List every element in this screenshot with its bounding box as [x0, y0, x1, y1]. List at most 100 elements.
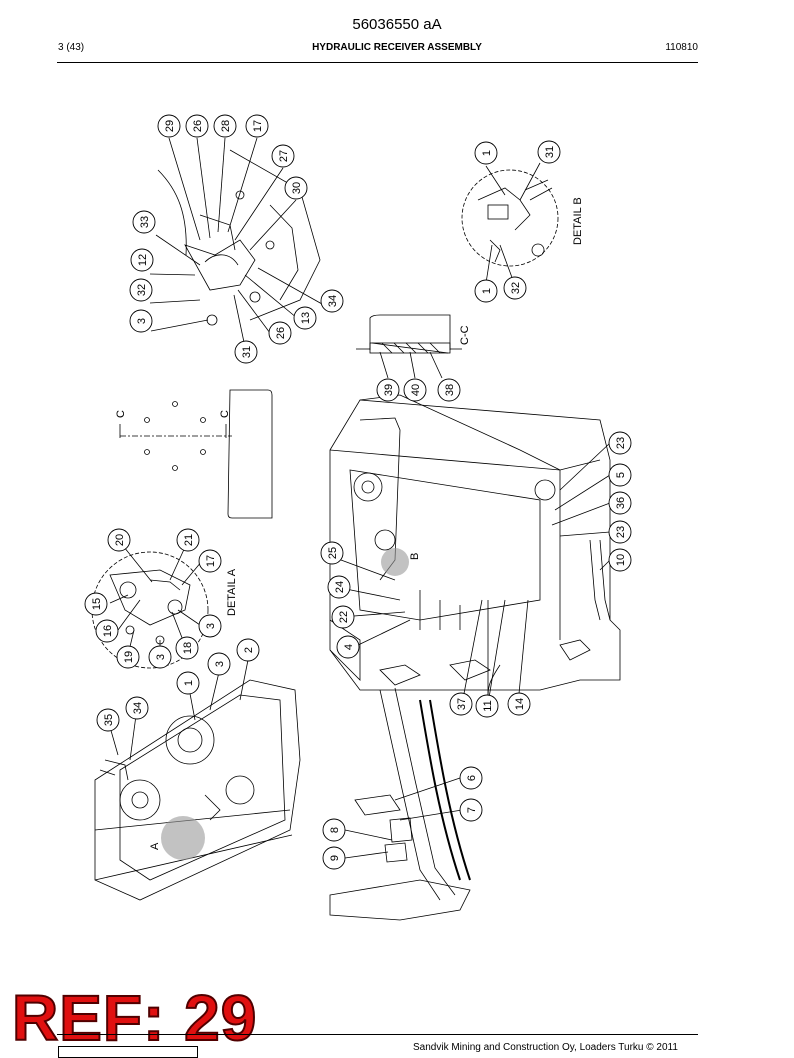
callout-balloon [95, 619, 119, 643]
revision-date: 110810 [665, 42, 698, 53]
callout-number: 2 [243, 647, 255, 653]
callout-detail_a-3: 15 [84, 592, 108, 616]
callout-balloon [437, 378, 461, 402]
view-a-label: A [149, 842, 161, 850]
callout-top-8: 32 [129, 278, 153, 302]
callout-main-10: 11 [475, 694, 499, 718]
callout-main-7: 22 [331, 605, 355, 629]
callout-balloon [336, 635, 360, 659]
callout-number: 32 [510, 282, 522, 294]
footer-rule [57, 1034, 698, 1035]
callout-number: 20 [114, 534, 126, 546]
callout-balloon [331, 605, 355, 629]
callout-number: 35 [103, 714, 115, 726]
callout-hose-3: 9 [322, 846, 346, 870]
callout-balloon [475, 694, 499, 718]
callout-number: 17 [205, 555, 217, 567]
callout-balloon [157, 114, 181, 138]
callout-number: 3 [205, 623, 217, 629]
callout-detail_a-0: 20 [107, 528, 131, 552]
page-title: HYDRAULIC RECEIVER ASSEMBLY [312, 42, 482, 53]
callout-number: 32 [136, 284, 148, 296]
callout-balloon [608, 520, 632, 544]
callout-balloon [198, 549, 222, 573]
callout-number: 18 [182, 642, 194, 654]
callout-number: 8 [329, 827, 341, 833]
section-cc-label: C-C [459, 325, 471, 345]
detail-a-label: DETAIL A [226, 568, 238, 616]
callout-top-9: 3 [129, 309, 153, 333]
callout-top-2: 28 [213, 114, 237, 138]
callout-balloon [207, 652, 231, 676]
section-labels: DETAIL A DETAIL B C-C C C A B [115, 197, 584, 850]
view-b-label: B [409, 553, 421, 560]
callout-number: 3 [155, 654, 167, 660]
callout-number: 36 [615, 497, 627, 509]
callout-detail_a-2: 17 [198, 549, 222, 573]
callout-number: 1 [183, 680, 195, 686]
callout-main-11: 14 [507, 692, 531, 716]
callout-number: 27 [278, 150, 290, 162]
section-c-left-label: C [115, 410, 127, 418]
callout-number: 1 [481, 150, 493, 156]
callout-number: 40 [410, 384, 422, 396]
callout-balloon [474, 141, 498, 165]
callout-top-3: 17 [245, 114, 269, 138]
callout-lower_left-0: 3 [207, 652, 231, 676]
callout-number: 28 [220, 120, 232, 132]
callout-number: 29 [164, 120, 176, 132]
callout-main-8: 4 [336, 635, 360, 659]
callout-balloon [459, 766, 483, 790]
callout-top-6: 33 [132, 210, 156, 234]
callout-number: 23 [615, 526, 627, 538]
callout-balloon [507, 692, 531, 716]
callout-number: 34 [327, 295, 339, 307]
ref-stamp: REF: 29 [11, 982, 258, 1054]
callout-balloon [608, 431, 632, 455]
callout-lower_left-4: 35 [96, 708, 120, 732]
callout-main-3: 23 [608, 520, 632, 544]
callout-detail_a-5: 19 [116, 645, 140, 669]
callout-number: 26 [275, 327, 287, 339]
callout-main-1: 5 [608, 463, 632, 487]
callout-detail_b-1: 31 [537, 140, 561, 164]
callout-balloon [376, 378, 400, 402]
callout-number: 3 [136, 318, 148, 324]
brand-logo-box [58, 1046, 198, 1058]
callout-main-2: 36 [608, 491, 632, 515]
callout-balloon [236, 638, 260, 662]
callout-number: 30 [291, 182, 303, 194]
callout-number: 12 [137, 254, 149, 266]
callout-lower_left-3: 34 [125, 696, 149, 720]
callout-detail_a-6: 3 [148, 645, 172, 669]
callout-number: 13 [300, 312, 312, 324]
callout-number: 7 [466, 807, 478, 813]
callout-balloon [608, 548, 632, 572]
callout-number: 25 [327, 547, 339, 559]
copyright-text: Sandvik Mining and Construction Oy, Load… [413, 1042, 678, 1053]
detail-b-label: DETAIL B [572, 197, 584, 245]
shaded-marker-group [161, 548, 409, 860]
callout-balloon [608, 491, 632, 515]
callout-number: 26 [192, 120, 204, 132]
callout-balloon [84, 592, 108, 616]
callout-number: 5 [615, 472, 627, 478]
callout-top-0: 29 [157, 114, 181, 138]
callout-top-10: 34 [320, 289, 344, 313]
callout-section_cc-2: 38 [437, 378, 461, 402]
callout-number: 10 [615, 554, 627, 566]
callout-main-9: 37 [449, 692, 473, 716]
callout-balloon [129, 309, 153, 333]
callout-number: 38 [444, 384, 456, 396]
callout-balloon [175, 636, 199, 660]
callout-balloon [130, 248, 154, 272]
callout-hose-2: 8 [322, 818, 346, 842]
callout-lower_left-1: 2 [236, 638, 260, 662]
callout-number: 19 [123, 651, 135, 663]
page-number: 3 (43) [58, 42, 85, 53]
callout-number: 21 [183, 534, 195, 546]
callout-top-12: 26 [268, 321, 292, 345]
callout-number: 39 [383, 384, 395, 396]
